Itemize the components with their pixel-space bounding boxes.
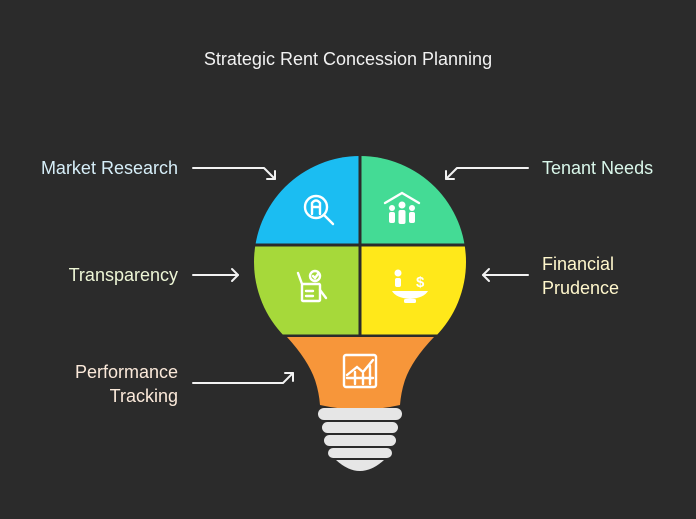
label-performance-line2: Tracking: [109, 386, 178, 406]
arrow-tenant-needs: [445, 167, 529, 180]
segment-performance-tracking: [287, 337, 434, 410]
arrow-performance-tracking: [192, 372, 294, 384]
house-people-figures: [389, 201, 415, 224]
document-check-icon: [296, 269, 328, 303]
growth-chart-icon: [342, 353, 378, 389]
segment-financial-prudence: [361, 246, 466, 335]
label-financial-line1: Financial: [542, 254, 615, 274]
label-financial-prudence: Financial Prudence: [542, 252, 619, 300]
diagram-title: Strategic Rent Concession Planning: [203, 49, 493, 69]
label-transparency: Transparency: [68, 265, 178, 285]
label-performance-tracking: Performance Tracking: [8, 360, 178, 408]
house-people-icon: [383, 191, 421, 205]
arrow-transparency: [192, 268, 239, 282]
arrow-financial-prudence: [482, 268, 529, 282]
bulb-base: [318, 408, 402, 471]
label-market-research: Market Research: [40, 158, 178, 178]
arrow-market-research: [192, 167, 276, 180]
segment-market-research: [254, 156, 359, 244]
search-building-icon: [303, 194, 335, 226]
segment-transparency: [254, 246, 359, 335]
segment-tenant-needs: [361, 156, 466, 244]
label-tenant-needs: Tenant Needs: [542, 158, 654, 178]
svg-text:$: $: [416, 274, 425, 291]
label-performance-line1: Performance: [74, 362, 178, 382]
balance-dollar-icon: $: [392, 269, 428, 303]
label-financial-line2: Prudence: [542, 278, 620, 298]
